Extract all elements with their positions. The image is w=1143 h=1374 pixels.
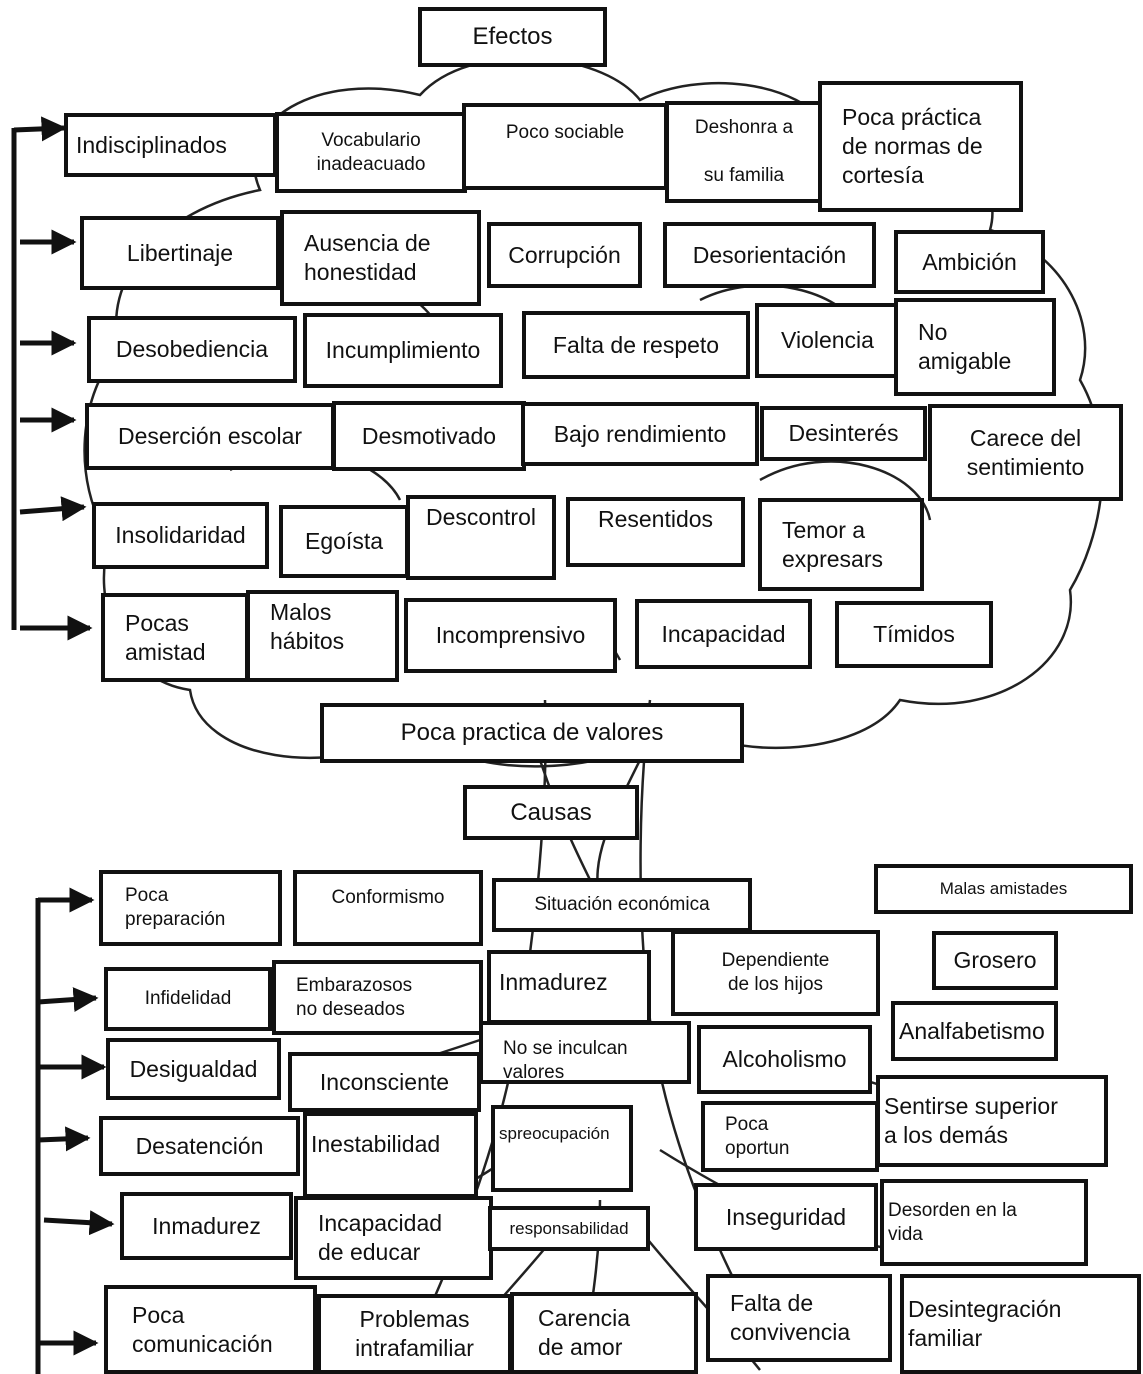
efecto-box: Malos hábitos xyxy=(246,590,399,682)
efecto-box: Carece del sentimiento xyxy=(928,404,1123,501)
efecto-box: Desorientación xyxy=(663,222,876,288)
causa-box: Embarazosos no deseados xyxy=(272,960,483,1035)
efecto-box: Ambición xyxy=(894,230,1045,294)
causa-box: spreocupación xyxy=(491,1105,633,1192)
efecto-box: Temor a expresars xyxy=(758,498,924,591)
heading-problema-central: Poca practica de valores xyxy=(320,703,744,763)
causa-box: Problemas intrafamiliar xyxy=(317,1294,512,1374)
causa-box: Analfabetismo xyxy=(891,1001,1058,1061)
efecto-box: Indisciplinados xyxy=(64,113,277,177)
efecto-box: Ausencia de honestidad xyxy=(280,210,481,306)
causa-box: Incapacidad de educar xyxy=(294,1196,493,1280)
efecto-box: Violencia xyxy=(755,303,900,378)
efecto-box: Poca práctica de normas de cortesía xyxy=(818,81,1023,212)
causa-box: Malas amistades xyxy=(874,864,1133,914)
causa-box: Poca comunicación xyxy=(104,1285,317,1374)
efecto-box: Pocas amistad xyxy=(101,593,249,682)
causa-box: Infidelidad xyxy=(104,967,272,1031)
efecto-box: Bajo rendimiento xyxy=(521,402,759,466)
causa-box: Poca oportun xyxy=(701,1101,879,1172)
causa-box: Desigualdad xyxy=(106,1038,281,1100)
efecto-box: Deshonra a su familia xyxy=(665,101,823,203)
causa-box: Inmadurez xyxy=(487,950,651,1024)
causa-box: Poca preparación xyxy=(99,870,282,946)
heading-efectos: Efectos xyxy=(418,7,607,67)
efecto-box: Tímidos xyxy=(835,601,993,668)
efecto-box: Desobediencia xyxy=(87,316,297,383)
causa-box: Inmadurez xyxy=(120,1192,293,1260)
causa-box: Situación económica xyxy=(492,878,752,932)
causa-box: Sentirse superior a los demás xyxy=(876,1075,1108,1167)
efecto-box: Desmotivado xyxy=(332,401,526,471)
efecto-box: No amigable xyxy=(894,298,1056,396)
causa-box: Falta de convivencia xyxy=(706,1274,892,1362)
causa-box: Conformismo xyxy=(293,870,483,946)
efecto-box: Insolidaridad xyxy=(92,502,269,569)
efecto-box: Poco sociable xyxy=(462,103,668,190)
efecto-box: Corrupción xyxy=(487,222,642,288)
efecto-box: Descontrol xyxy=(406,495,556,580)
efecto-box: Egoísta xyxy=(279,505,409,578)
efecto-box: Libertinaje xyxy=(80,216,280,290)
causa-box: Alcoholismo xyxy=(697,1025,872,1094)
causa-box: Desintegración familiar xyxy=(900,1274,1141,1374)
causa-box: Inseguridad xyxy=(694,1183,878,1251)
causa-box: Carencia de amor xyxy=(510,1292,698,1374)
efecto-box: Falta de respeto xyxy=(522,311,750,379)
efecto-box: Resentidos xyxy=(566,497,745,567)
efecto-box: Desinterés xyxy=(760,406,927,461)
causa-box: Desorden en la vida xyxy=(880,1179,1088,1266)
efecto-box: Incapacidad xyxy=(635,599,812,669)
causa-box: Inestabilidad xyxy=(303,1112,478,1198)
efecto-box: Deserción escolar xyxy=(85,403,335,470)
causa-box: Dependiente de los hijos xyxy=(671,930,880,1016)
causa-box: Inconsciente xyxy=(288,1052,481,1112)
causa-box: Desatención xyxy=(99,1116,300,1176)
efecto-box: Incomprensivo xyxy=(404,598,617,673)
heading-causas: Causas xyxy=(463,785,639,840)
causa-box: Grosero xyxy=(932,931,1058,990)
causa-box: responsabilidad xyxy=(488,1206,650,1251)
causa-box: No se inculcan valores xyxy=(479,1021,691,1084)
efecto-box: Incumplimiento xyxy=(303,313,503,388)
efecto-box: Vocabulario inadeacuado xyxy=(275,112,467,193)
